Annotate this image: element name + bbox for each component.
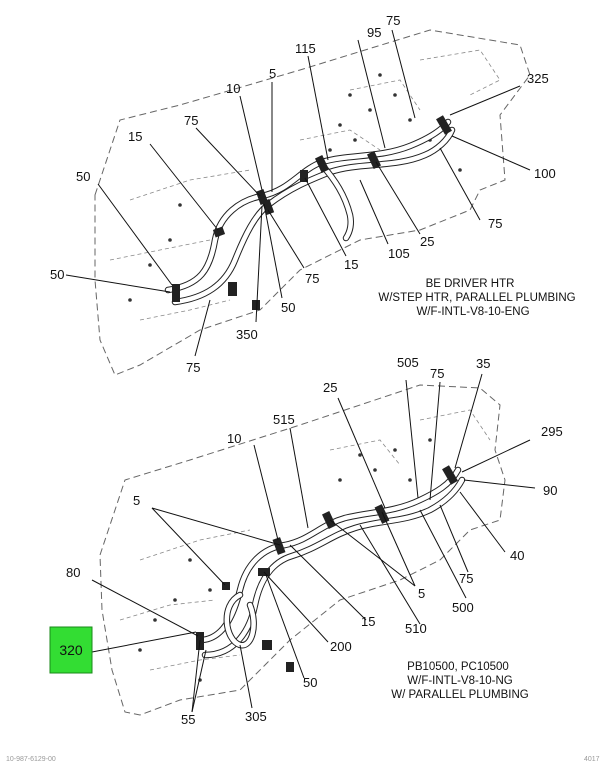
bottom-callout: 40 <box>510 548 524 563</box>
bottom-panel-holes <box>138 438 432 682</box>
bottom-callout: 510 <box>405 621 427 636</box>
bottom-callout: 515 <box>273 412 295 427</box>
part-320-highlight-box[interactable] <box>49 626 93 674</box>
bottom-cab-panel-outline <box>99 384 506 716</box>
bottom-callout: 80 <box>66 565 80 580</box>
top-callout: 100 <box>534 166 556 181</box>
top-caption-line: W/STEP HTR, PARALLEL PLUMBING <box>378 292 575 304</box>
top-callout: 325 <box>527 71 549 86</box>
top-callout: 75 <box>386 13 400 28</box>
bottom-caption-line: PB10500, PC10500 <box>407 661 509 673</box>
bottom-callout: 75 <box>430 366 444 381</box>
bottom-callout: 90 <box>543 483 557 498</box>
bottom-callout: 200 <box>330 639 352 654</box>
bottom-callout: 505 <box>397 355 419 370</box>
drawing-number: 10-987-6129-00 <box>6 756 56 761</box>
bottom-callout: 5 <box>418 586 425 601</box>
top-callout: 10 <box>226 81 240 96</box>
top-callout: 15 <box>128 129 142 144</box>
bottom-callout: 10 <box>227 431 241 446</box>
bottom-callout: 305 <box>245 709 267 724</box>
bottom-caption: PB10500, PC10500 W/F-INTL-V8-10-NG W/ PA… <box>391 661 528 701</box>
top-callout: 75 <box>186 360 200 375</box>
top-caption-line: W/F-INTL-V8-10-ENG <box>416 306 529 318</box>
bottom-caption-line: W/ PARALLEL PLUMBING <box>391 689 528 701</box>
top-callout: 105 <box>388 246 410 261</box>
top-callouts: 75 95 115 325 5 10 75 15 100 50 75 25 10… <box>50 13 556 375</box>
highlighted-part-320[interactable]: 320 <box>49 626 93 674</box>
top-caption-line: BE DRIVER HTR <box>426 278 515 290</box>
bottom-callout: 35 <box>476 356 490 371</box>
top-callout: 50 <box>50 267 64 282</box>
top-callout: 350 <box>236 327 258 342</box>
top-callout: 25 <box>420 234 434 249</box>
top-callout: 75 <box>184 113 198 128</box>
bottom-callout: 25 <box>323 380 337 395</box>
top-callout: 5 <box>269 66 276 81</box>
top-assembly-drawing <box>94 29 531 376</box>
bottom-callout: 500 <box>452 600 474 615</box>
bottom-callout: 55 <box>181 712 195 727</box>
bottom-callout: 295 <box>541 424 563 439</box>
top-callout: 95 <box>367 25 381 40</box>
part-320-label[interactable]: 320 <box>59 642 83 658</box>
top-callout: 75 <box>305 271 319 286</box>
top-hose-clamps <box>172 115 452 310</box>
bottom-callout: 5 <box>133 493 140 508</box>
bottom-caption-line: W/F-INTL-V8-10-NG <box>407 675 512 687</box>
top-callout: 15 <box>344 257 358 272</box>
top-leader-lines <box>65 29 531 357</box>
sheet-number: 4017 <box>584 756 600 761</box>
top-callout: 50 <box>281 300 295 315</box>
top-callout: 50 <box>76 169 90 184</box>
top-caption: BE DRIVER HTR W/STEP HTR, PARALLEL PLUMB… <box>378 278 575 318</box>
top-callout: 75 <box>488 216 502 231</box>
bottom-callout: 75 <box>459 571 473 586</box>
bottom-callout: 50 <box>303 675 317 690</box>
top-callout: 115 <box>295 41 316 56</box>
top-cab-panel-outline <box>94 29 531 376</box>
bottom-callouts: 75 505 35 25 515 295 10 90 5 40 75 5 80 … <box>49 355 563 727</box>
bottom-leader-lines <box>91 373 536 713</box>
bottom-callout: 15 <box>361 614 375 629</box>
bottom-assembly-drawing <box>99 384 506 716</box>
